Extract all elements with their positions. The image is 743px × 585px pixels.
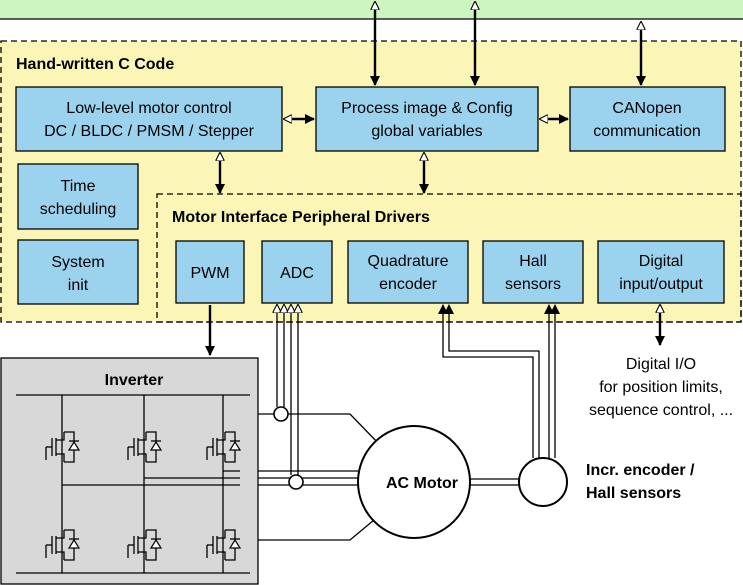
system-init-line2: init	[68, 277, 89, 294]
canopen-line2: communication	[593, 123, 701, 140]
motor-control-line1: Low-level motor control	[66, 100, 231, 117]
adc-block: ADC	[261, 240, 333, 304]
ac-motor	[357, 425, 471, 539]
system-init-line1: System	[51, 254, 104, 271]
inverter-title: Inverter	[105, 372, 164, 389]
pwm-label: PWM	[190, 265, 229, 282]
pwm-block: PWM	[175, 240, 245, 304]
process-image-line1: Process image & Config	[341, 100, 513, 117]
hall-sensors-block: Hall sensors	[482, 240, 584, 304]
quadrature-encoder-block: Quadrature encoder	[347, 240, 469, 304]
motor-control-block: Low-level motor control DC / BLDC / PMSM…	[15, 86, 283, 152]
current-sensor-2	[288, 474, 304, 490]
adc-label: ADC	[280, 265, 314, 282]
digital-line2: input/output	[619, 276, 703, 293]
hall-line2: sensors	[505, 276, 561, 293]
current-sensor-1	[273, 406, 289, 422]
top-band	[0, 0, 743, 19]
digital-io-note-line1: Digital I/O	[626, 356, 696, 373]
system-init-block: System init	[17, 239, 139, 305]
code-region-title: Hand-written C Code	[16, 56, 174, 73]
quadrature-line1: Quadrature	[368, 253, 449, 270]
process-image-line2: global variables	[371, 123, 482, 140]
ac-motor-label: AC Motor	[386, 475, 458, 492]
canopen-line1: CANopen	[612, 100, 681, 117]
canopen-block: CANopen communication	[569, 86, 726, 152]
digital-line1: Digital	[639, 253, 683, 270]
digital-io-block: Digital input/output	[597, 240, 725, 304]
time-scheduling-line2: scheduling	[40, 201, 117, 218]
process-image-block: Process image & Config global variables	[315, 86, 539, 152]
drivers-region-title: Motor Interface Peripheral Drivers	[172, 209, 430, 226]
digital-io-note-line3: sequence control, ...	[589, 402, 733, 419]
time-scheduling-block: Time scheduling	[17, 163, 139, 230]
motor-control-line2: DC / BLDC / PMSM / Stepper	[44, 123, 255, 140]
hall-line1: Hall	[519, 253, 547, 270]
quadrature-line2: encoder	[379, 276, 437, 293]
inverter-block: Inverter	[0, 357, 259, 585]
quadrature-feedback-wire-2	[444, 304, 540, 458]
time-scheduling-line1: Time	[61, 178, 96, 195]
encoder-disc	[518, 457, 568, 507]
digital-io-note-line2: for position limits,	[599, 379, 723, 396]
phase-wire-lower	[258, 514, 381, 541]
encoder-label-line1: Incr. encoder /	[586, 462, 695, 479]
encoder-label-line2: Hall sensors	[586, 485, 681, 502]
quadrature-feedback-wire-1	[438, 304, 534, 458]
